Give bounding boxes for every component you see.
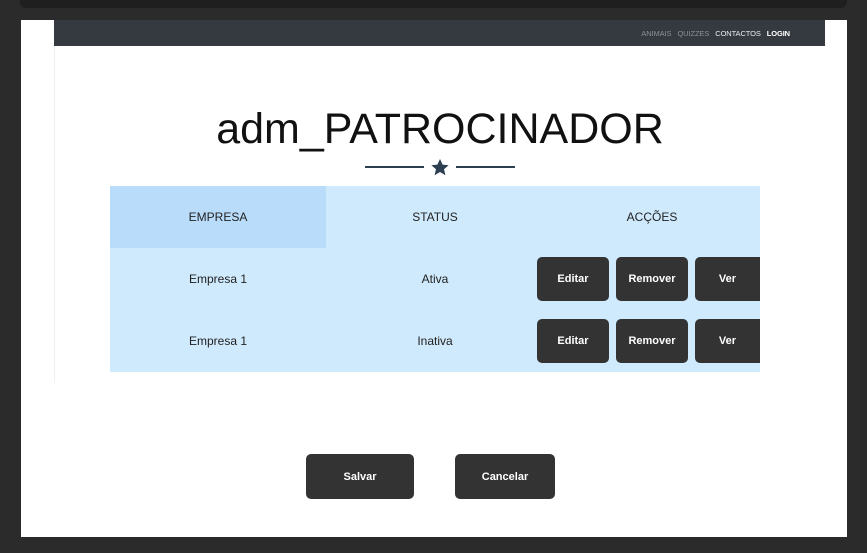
- window-top-strip: [20, 0, 847, 8]
- star-icon: [431, 159, 449, 176]
- view-button[interactable]: Ver: [695, 319, 760, 363]
- cell-empresa: Empresa 1: [188, 272, 248, 286]
- view-button[interactable]: Ver: [695, 257, 760, 301]
- edit-button[interactable]: Editar: [537, 257, 609, 301]
- cancel-button[interactable]: Cancelar: [455, 454, 555, 499]
- edit-button[interactable]: Editar: [537, 319, 609, 363]
- page-title: adm_PATROCINADOR: [216, 105, 664, 153]
- nav-link-animais[interactable]: ANIMAIS: [641, 28, 672, 38]
- top-navbar: ANIMAIS QUIZZES CONTACTOS LOGIN: [54, 20, 825, 46]
- nav-link-login[interactable]: LOGIN: [766, 28, 790, 38]
- save-button[interactable]: Salvar: [306, 454, 414, 499]
- page-frame: ANIMAIS QUIZZES CONTACTOS LOGIN adm_PATR…: [21, 20, 847, 537]
- sponsors-table: EMPRESA STATUS ACÇÕES Empresa 1 Ativa Ed…: [110, 186, 760, 372]
- nav-link-contactos[interactable]: CONTACTOS: [715, 28, 761, 38]
- nav-link-quizzes[interactable]: QUIZZES: [677, 28, 710, 38]
- cell-empresa: Empresa 1: [188, 334, 248, 348]
- remove-button[interactable]: Remover: [616, 257, 688, 301]
- cell-status: Inativa: [417, 334, 453, 348]
- title-divider: [365, 159, 515, 176]
- column-header-accoes: ACÇÕES: [626, 210, 678, 224]
- left-border-line: [54, 46, 55, 383]
- cell-status: Ativa: [421, 272, 449, 286]
- column-header-empresa[interactable]: EMPRESA: [110, 186, 326, 248]
- remove-button[interactable]: Remover: [616, 319, 688, 363]
- column-header-status: STATUS: [412, 210, 458, 224]
